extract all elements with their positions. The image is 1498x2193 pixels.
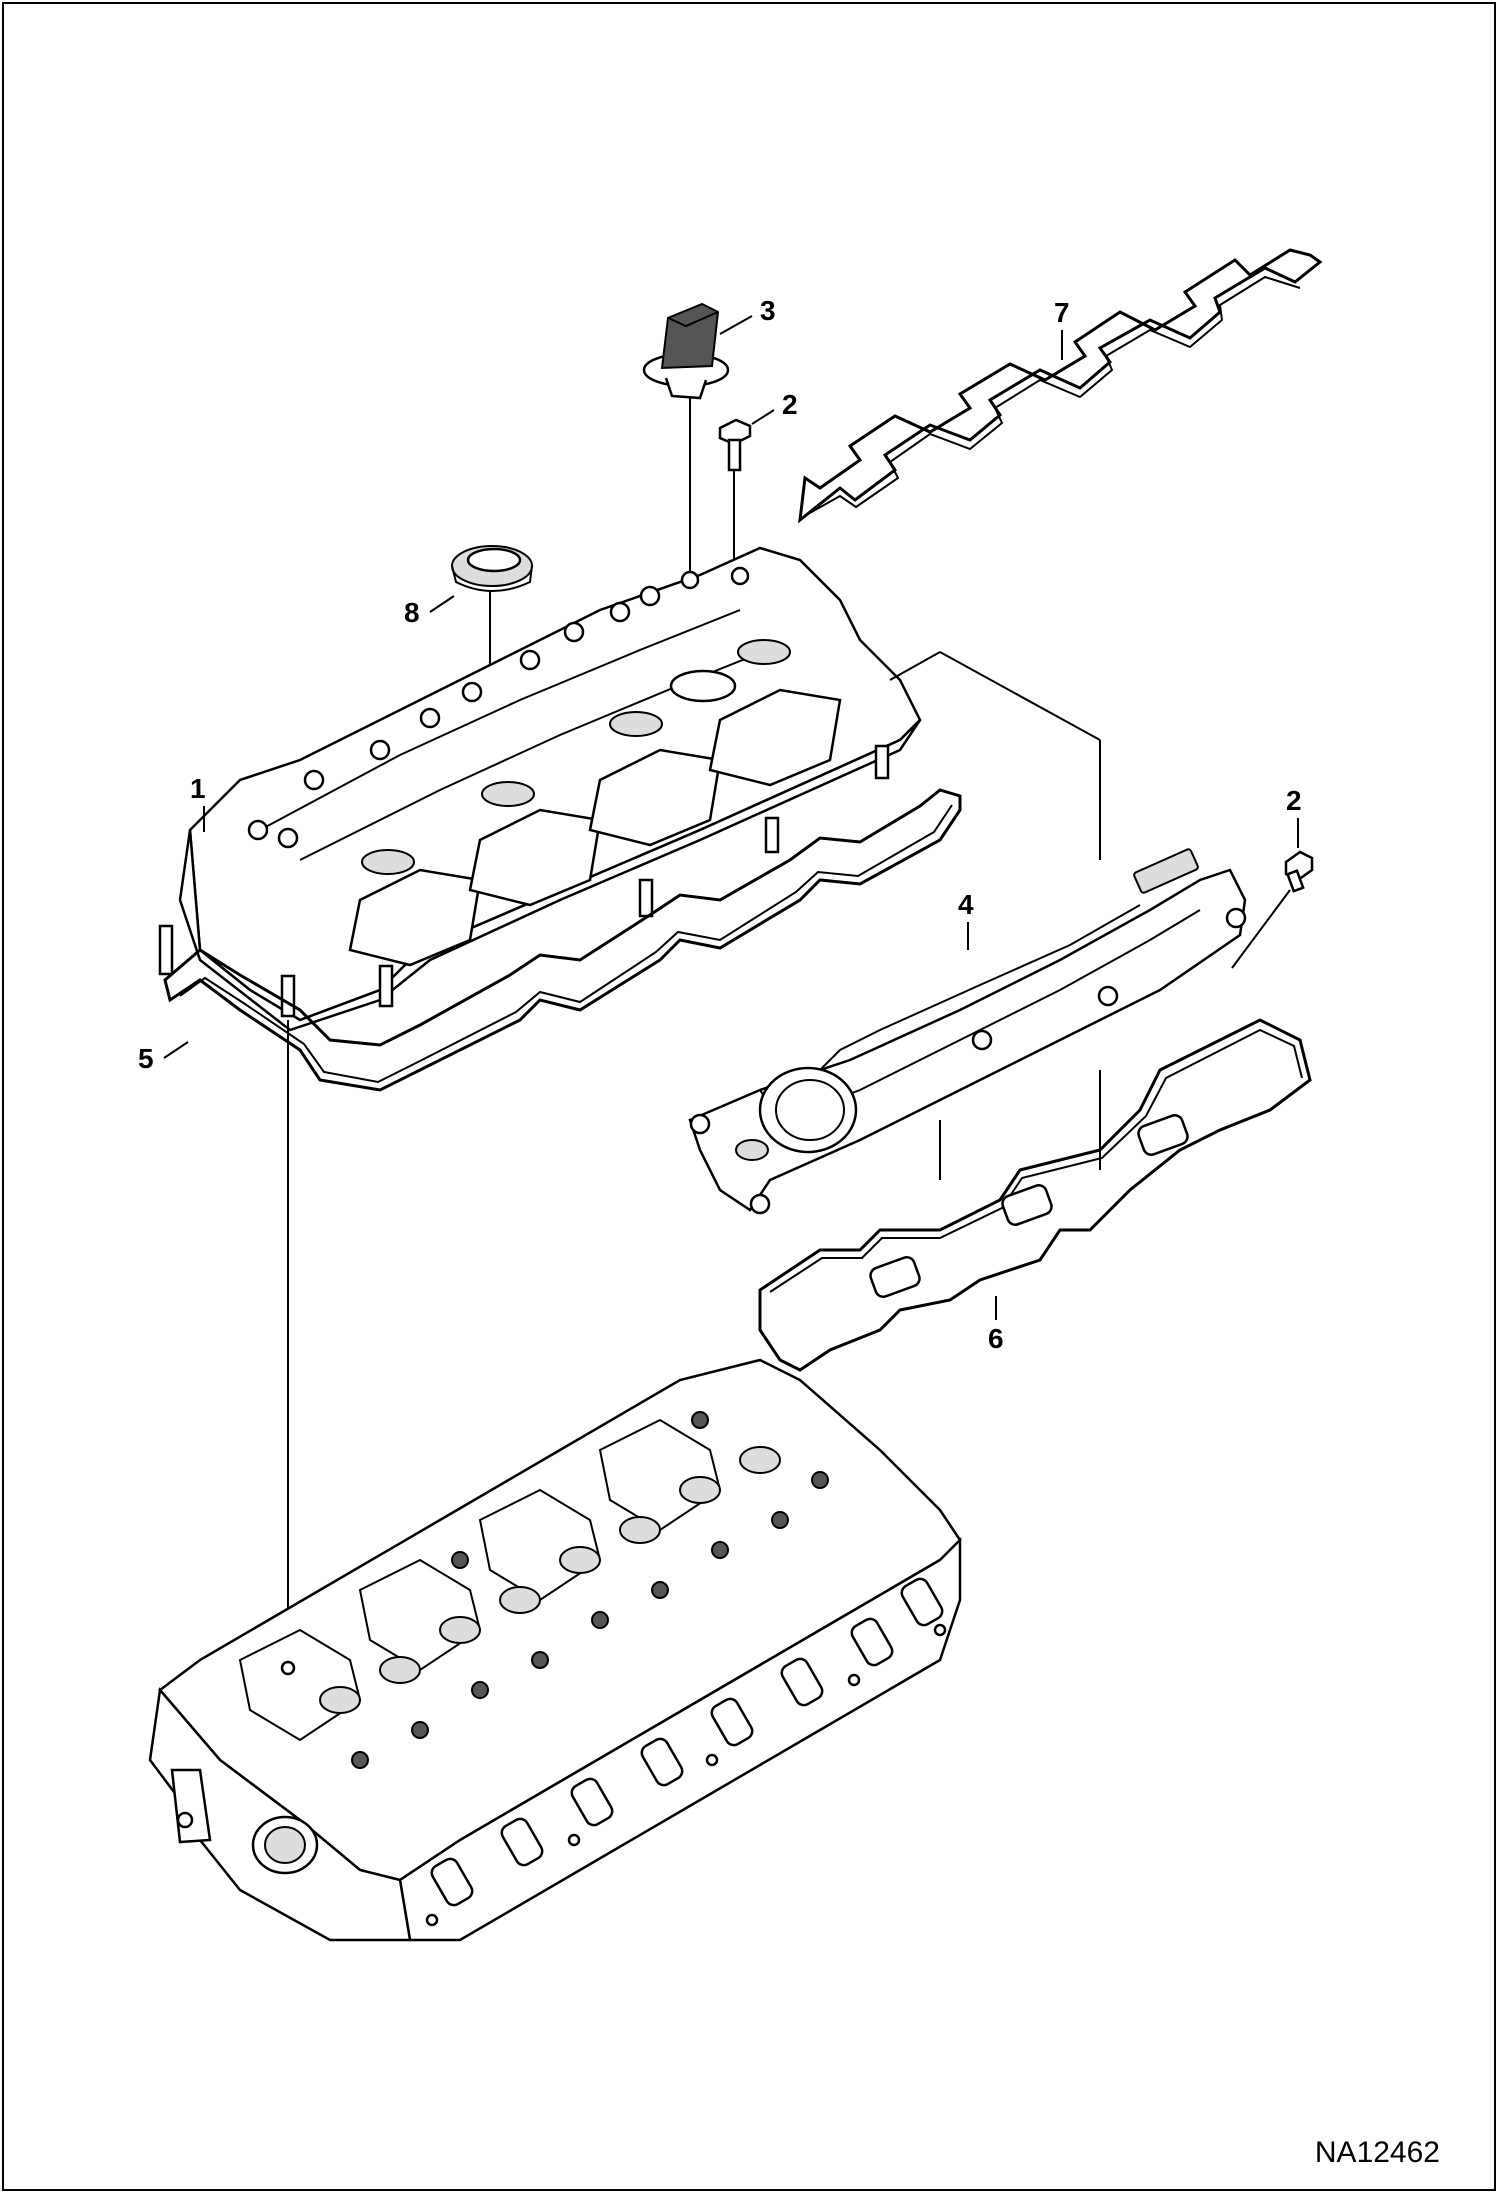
part-6-breather-gasket	[758, 1018, 1312, 1372]
callout-6: 6	[988, 1323, 1004, 1354]
callout-1: 1	[190, 773, 206, 804]
part-3-oil-filler-cap	[642, 302, 730, 680]
callout-5: 5	[138, 1043, 154, 1074]
callout-3: 3	[760, 295, 776, 326]
part-7-gasket	[798, 248, 1323, 524]
callout-4: 4	[958, 889, 974, 920]
callout-2-right: 2	[1286, 785, 1302, 816]
cylinder-head	[148, 1358, 962, 1942]
part-4-breather-cover	[688, 651, 1247, 1215]
part-5-cover-gasket	[163, 788, 962, 1092]
figure-id: NA12462	[1315, 2136, 1440, 2169]
callouts: 1 2 2 3 4 5 6 7 8	[138, 295, 1302, 1354]
callout-2-upper: 2	[782, 389, 798, 420]
callout-7: 7	[1054, 297, 1070, 328]
part-2-bolt-right	[1231, 850, 1314, 969]
callout-8: 8	[404, 597, 420, 628]
part-1-valve-cover	[158, 546, 922, 1660]
